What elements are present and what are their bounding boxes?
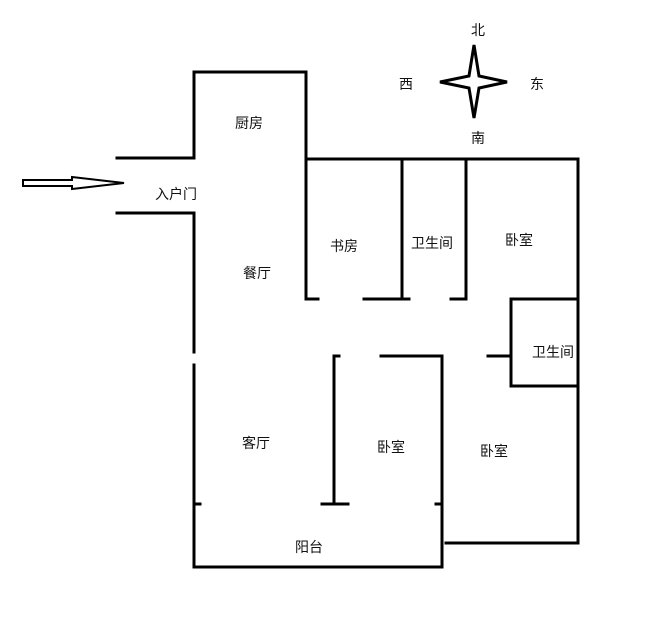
room-label-study: 书房 (330, 239, 358, 255)
entrance-arrow-icon (22, 175, 125, 191)
room-label-bedroom-mid: 卧室 (377, 439, 405, 456)
room-label-kitchen: 厨房 (235, 116, 263, 132)
room-label-entrance: 入户门 (155, 186, 197, 203)
compass-star-icon (439, 44, 508, 119)
compass-east-label: 东 (530, 77, 544, 93)
room-label-bathroom-2: 卫生间 (532, 345, 574, 361)
compass-south-label: 南 (471, 131, 485, 147)
walls (115, 70, 580, 569)
room-label-dining: 餐厅 (243, 266, 271, 282)
room-label-bathroom-1: 卫生间 (411, 236, 453, 252)
room-label-living: 客厅 (242, 435, 270, 452)
room-label-balcony: 阳台 (295, 540, 323, 556)
room-label-bedroom-se: 卧室 (480, 443, 508, 460)
compass-west-label: 西 (399, 77, 413, 93)
compass-north-label: 北 (471, 23, 485, 39)
room-label-bedroom-ne: 卧室 (505, 232, 533, 249)
